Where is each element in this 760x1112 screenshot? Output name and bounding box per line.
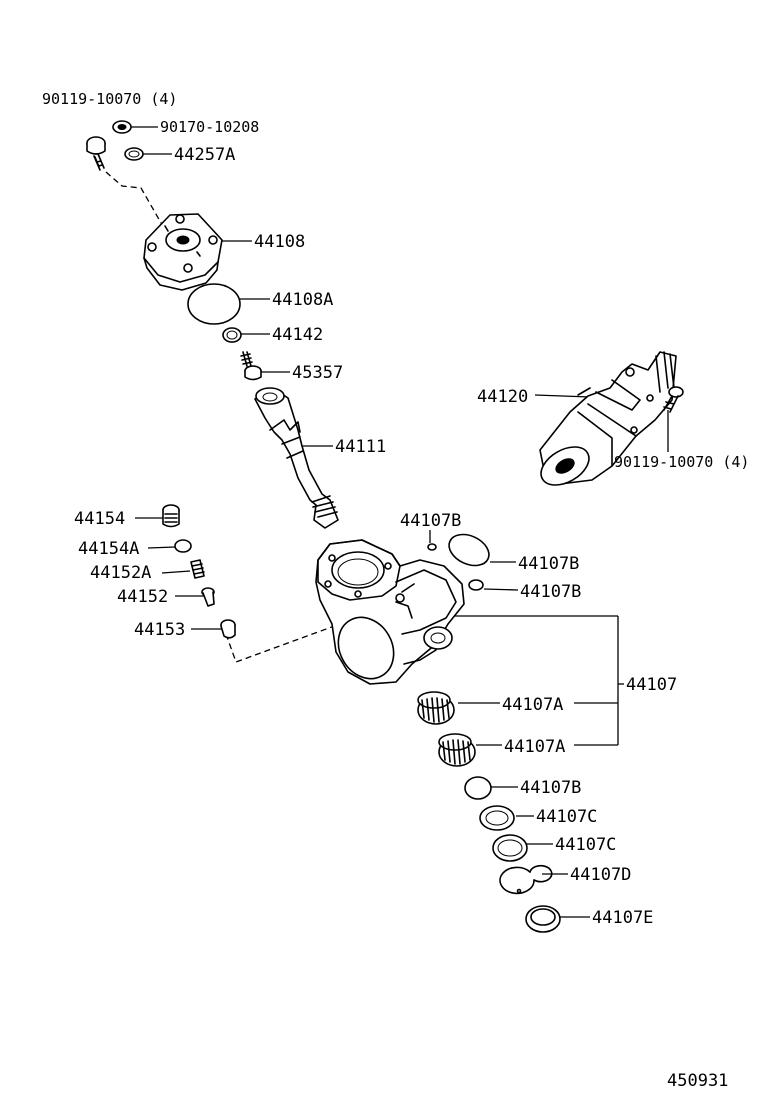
control-valve-assembly-icon bbox=[539, 351, 677, 486]
ring-44142-icon bbox=[222, 327, 242, 343]
label-44107b-lower: 44107B bbox=[520, 778, 581, 798]
seal-44107c-upper-icon bbox=[479, 805, 515, 831]
seal-44107b-large-icon bbox=[448, 533, 490, 567]
gear-housing-icon bbox=[315, 539, 465, 685]
input-shaft-icon bbox=[254, 387, 339, 529]
valve-cover-icon bbox=[143, 213, 223, 291]
bolt-right-icon bbox=[663, 386, 684, 413]
label-44108: 44108 bbox=[254, 232, 305, 252]
label-44107c-lower: 44107C bbox=[555, 835, 616, 855]
bearing-44107a-upper-icon bbox=[417, 691, 455, 725]
bearing-44107a-lower-icon bbox=[438, 733, 476, 767]
label-44154a: 44154A bbox=[78, 539, 139, 559]
seal-44107b-lower-icon bbox=[464, 776, 492, 800]
label-44152: 44152 bbox=[117, 587, 168, 607]
seal-44107e-icon bbox=[525, 905, 561, 933]
label-44257a: 44257A bbox=[174, 145, 235, 165]
oring-44154a-icon bbox=[174, 539, 192, 553]
label-44107b-top: 44107B bbox=[400, 511, 461, 531]
label-44142: 44142 bbox=[272, 325, 323, 345]
washer-icon bbox=[112, 120, 132, 134]
leader-lines bbox=[105, 126, 669, 918]
callout-labels: 90119-10070 (4) 90170-10208 44257A 44108… bbox=[42, 90, 749, 1091]
seal-44107c-lower-icon bbox=[492, 834, 528, 862]
label-45357: 45357 bbox=[292, 363, 343, 383]
label-44107e: 44107E bbox=[592, 908, 653, 928]
fitting-44153-icon bbox=[220, 619, 236, 639]
fitting-44152-icon bbox=[201, 587, 215, 607]
ring-44257a-icon bbox=[124, 147, 144, 161]
plug-44154-icon bbox=[162, 504, 180, 528]
label-44108a: 44108A bbox=[272, 290, 333, 310]
label-44107b-right: 44107B bbox=[520, 582, 581, 602]
label-44152a: 44152A bbox=[90, 563, 151, 583]
label-44107b-mid: 44107B bbox=[518, 554, 579, 574]
label-44154: 44154 bbox=[74, 509, 125, 529]
label-44107: 44107 bbox=[626, 675, 677, 695]
label-44153: 44153 bbox=[134, 620, 185, 640]
label-44107a-upper: 44107A bbox=[502, 695, 563, 715]
label-bolt-right: 90119-10070 (4) bbox=[614, 453, 749, 471]
bolt-top-icon bbox=[86, 136, 106, 171]
diagram-id: 450931 bbox=[667, 1071, 728, 1091]
label-44120: 44120 bbox=[477, 387, 528, 407]
screw-45357-icon bbox=[240, 351, 262, 381]
oring-44108a-icon bbox=[187, 283, 241, 325]
screw-44152a-icon bbox=[190, 559, 205, 579]
label-44107c-upper: 44107C bbox=[536, 807, 597, 827]
label-44111: 44111 bbox=[335, 437, 386, 457]
seal-44107b-medium-icon bbox=[468, 579, 484, 591]
label-44107d: 44107D bbox=[570, 865, 631, 885]
snap-ring-44107d-icon bbox=[499, 864, 553, 895]
label-washer: 90170-10208 bbox=[160, 118, 259, 136]
seal-44107b-small-icon bbox=[427, 543, 437, 551]
label-bolt-top: 90119-10070 (4) bbox=[42, 90, 177, 108]
label-44107a-lower: 44107A bbox=[504, 737, 565, 757]
